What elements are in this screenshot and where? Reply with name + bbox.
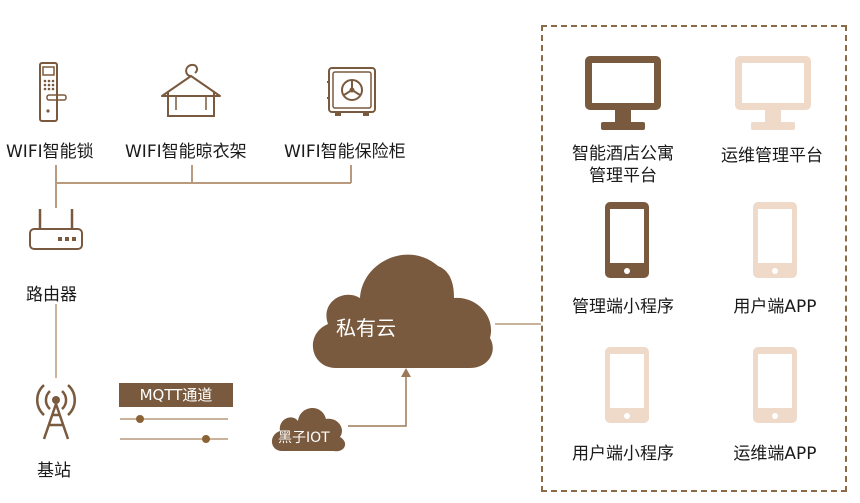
router-icon xyxy=(29,209,83,250)
device-label-clothes-rack: WIFI智能晾衣架 xyxy=(125,142,247,162)
base-station-label: 基站 xyxy=(37,461,71,481)
user-miniprogram-phone-icon xyxy=(605,347,649,423)
hotel-platform-label-line1: 智能酒店公寓 xyxy=(572,144,674,164)
router-label: 路由器 xyxy=(26,285,77,305)
user-app-label: 用户端APP xyxy=(733,297,817,317)
base-station-icon xyxy=(35,384,77,440)
iot-cloud-icon xyxy=(271,407,346,452)
admin-miniprogram-label: 管理端小程序 xyxy=(572,297,674,317)
hotel-platform-monitor-icon xyxy=(585,56,661,130)
user-app-phone-icon xyxy=(753,202,797,278)
ops-app-label: 运维端APP xyxy=(733,444,817,464)
private-cloud-icon xyxy=(312,254,493,368)
hotel-platform-label-line2: 管理平台 xyxy=(589,166,657,186)
platform-panel xyxy=(541,25,847,492)
device-label-smart-lock: WIFI智能锁 xyxy=(6,142,94,162)
iot-cloud-label: 黑子IOT xyxy=(278,430,330,446)
user-miniprogram-label: 用户端小程序 xyxy=(572,444,674,464)
private-cloud-label: 私有云 xyxy=(336,316,396,340)
clothes-rack-icon xyxy=(161,63,221,117)
admin-miniprogram-phone-icon xyxy=(605,202,649,278)
ops-app-phone-icon xyxy=(753,347,797,423)
ops-platform-monitor-icon xyxy=(735,56,811,130)
ops-platform-label: 运维管理平台 xyxy=(721,146,823,166)
safe-icon xyxy=(327,67,376,116)
device-label-safe: WIFI智能保险柜 xyxy=(284,142,406,162)
smart-lock-icon xyxy=(39,62,67,122)
mqtt-channel-badge: MQTT通道 xyxy=(119,383,233,407)
